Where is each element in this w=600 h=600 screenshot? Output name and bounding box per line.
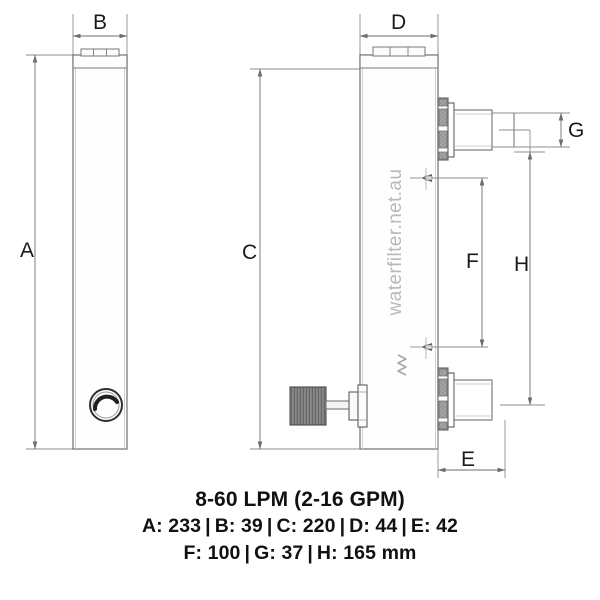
drain-knob [289, 384, 368, 428]
measurement-E: E: 42 [410, 515, 458, 537]
caption-row-1: A: 233|B: 39|C: 220|D: 44|E: 42 [0, 513, 600, 540]
dimension-E [437, 420, 506, 478]
caption-separator-3: | [339, 515, 346, 537]
measurement-G: G: 37 [254, 542, 304, 564]
dimension-label-D: D [391, 11, 407, 34]
side-cap [359, 46, 439, 69]
measurement-D: D: 44 [349, 515, 398, 537]
upper-tap-marker [410, 168, 488, 190]
dimension-label-E: E [461, 448, 476, 471]
front-indicator [89, 388, 123, 422]
dimension-label-B: B [93, 11, 108, 34]
bottom-port [437, 367, 493, 431]
measurement-F: F: 100 [183, 542, 241, 564]
front-view [26, 14, 128, 450]
caption-separator-2: | [266, 515, 273, 537]
top-port-centerline [499, 129, 531, 152]
dimension-label-F: F [466, 250, 479, 273]
caption-separator-5: | [244, 542, 251, 564]
caption-block: 8-60 LPM (2-16 GPM) A: 233|B: 39|C: 220|… [0, 487, 600, 567]
spring [397, 354, 407, 376]
front-cap [72, 48, 128, 69]
measurement-H: H: 165 mm [316, 542, 417, 564]
dimension-G [492, 112, 570, 148]
side-view [250, 14, 570, 478]
dimension-label-A: A [20, 239, 35, 262]
measurement-B: B: 39 [214, 515, 263, 537]
top-port [437, 97, 515, 161]
dimension-B [72, 14, 128, 56]
watermark-text: waterfilter.net.au [385, 168, 406, 316]
dimension-H [500, 151, 545, 406]
dimension-label-C: C [242, 241, 258, 264]
lower-tap-marker [410, 337, 488, 359]
dimension-label-H: H [514, 253, 530, 276]
measurement-A: A: 233 [141, 515, 202, 537]
dimension-label-G: G [568, 119, 585, 142]
caption-separator-4: | [401, 515, 407, 537]
dimension-A [26, 54, 78, 450]
caption-separator-1: | [205, 515, 211, 537]
caption-row-2: F: 100|G: 37|H: 165 mm [0, 540, 600, 567]
caption-title: 8-60 LPM (2-16 GPM) [195, 488, 405, 511]
measurement-C: C: 220 [276, 515, 336, 537]
dimension-C [250, 68, 364, 450]
dimension-D [359, 14, 439, 56]
side-body [359, 54, 439, 450]
caption-separator-6: | [307, 542, 313, 564]
front-body [72, 54, 128, 450]
